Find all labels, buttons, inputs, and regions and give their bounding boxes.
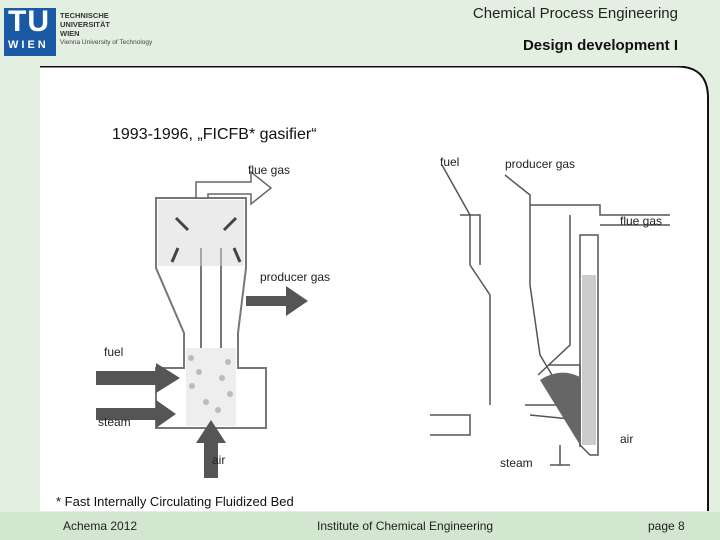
footnote: * Fast Internally Circulating Fluidized … [56,494,294,509]
logo-line-3: WIEN [60,29,80,38]
flue-gas-arrow [195,170,273,206]
footer-bar: Achema 2012 Institute of Chemical Engine… [0,512,720,540]
right-label-producer-gas: producer gas [505,157,576,171]
left-label-flue-gas: flue gas [248,163,291,177]
header-subtitle: Design development I [522,37,678,54]
steam-arrow [96,400,176,428]
air-arrow [196,420,226,478]
producer-gas-arrow [246,286,308,316]
right-label-steam: steam [500,456,533,470]
left-label-producer-gas: producer gas [260,270,331,284]
header-title: Chemical Process Engineering [472,5,678,22]
footer-page-number: page 8 [648,519,685,533]
logo-line-4: Vienna University of Technology [60,39,153,46]
footer-institute: Institute of Chemical Engineering [317,519,494,533]
logo-line-2: UNIVERSITÄT [60,20,111,29]
slide-title: 1993-1996, „FICFB* gasifier“ [112,126,317,143]
left-label-air: air [212,453,226,467]
right-label-air: air [620,432,634,446]
left-label-steam: steam [98,415,131,429]
right-label-flue-gas: flue gas [620,214,663,228]
tu-logo-mark: TU WIEN [4,5,56,56]
left-gasifier-schematic [96,158,346,478]
footer-event: Achema 2012 [63,519,138,533]
logo-tu-text: TU [8,5,50,38]
logo-wien-text: WIEN [8,39,49,51]
logo-line-1: TECHNISCHE [60,11,109,20]
fuel-arrow [96,363,180,393]
logo-wordmark: TECHNISCHE UNIVERSITÄT WIEN Vienna Unive… [60,11,152,47]
tu-wien-logo: TU WIEN TECHNISCHE UNIVERSITÄT WIEN Vien… [4,5,174,58]
right-label-fuel: fuel [440,155,460,169]
left-label-fuel: fuel [104,345,124,359]
right-gasifier-drawing [430,155,670,475]
